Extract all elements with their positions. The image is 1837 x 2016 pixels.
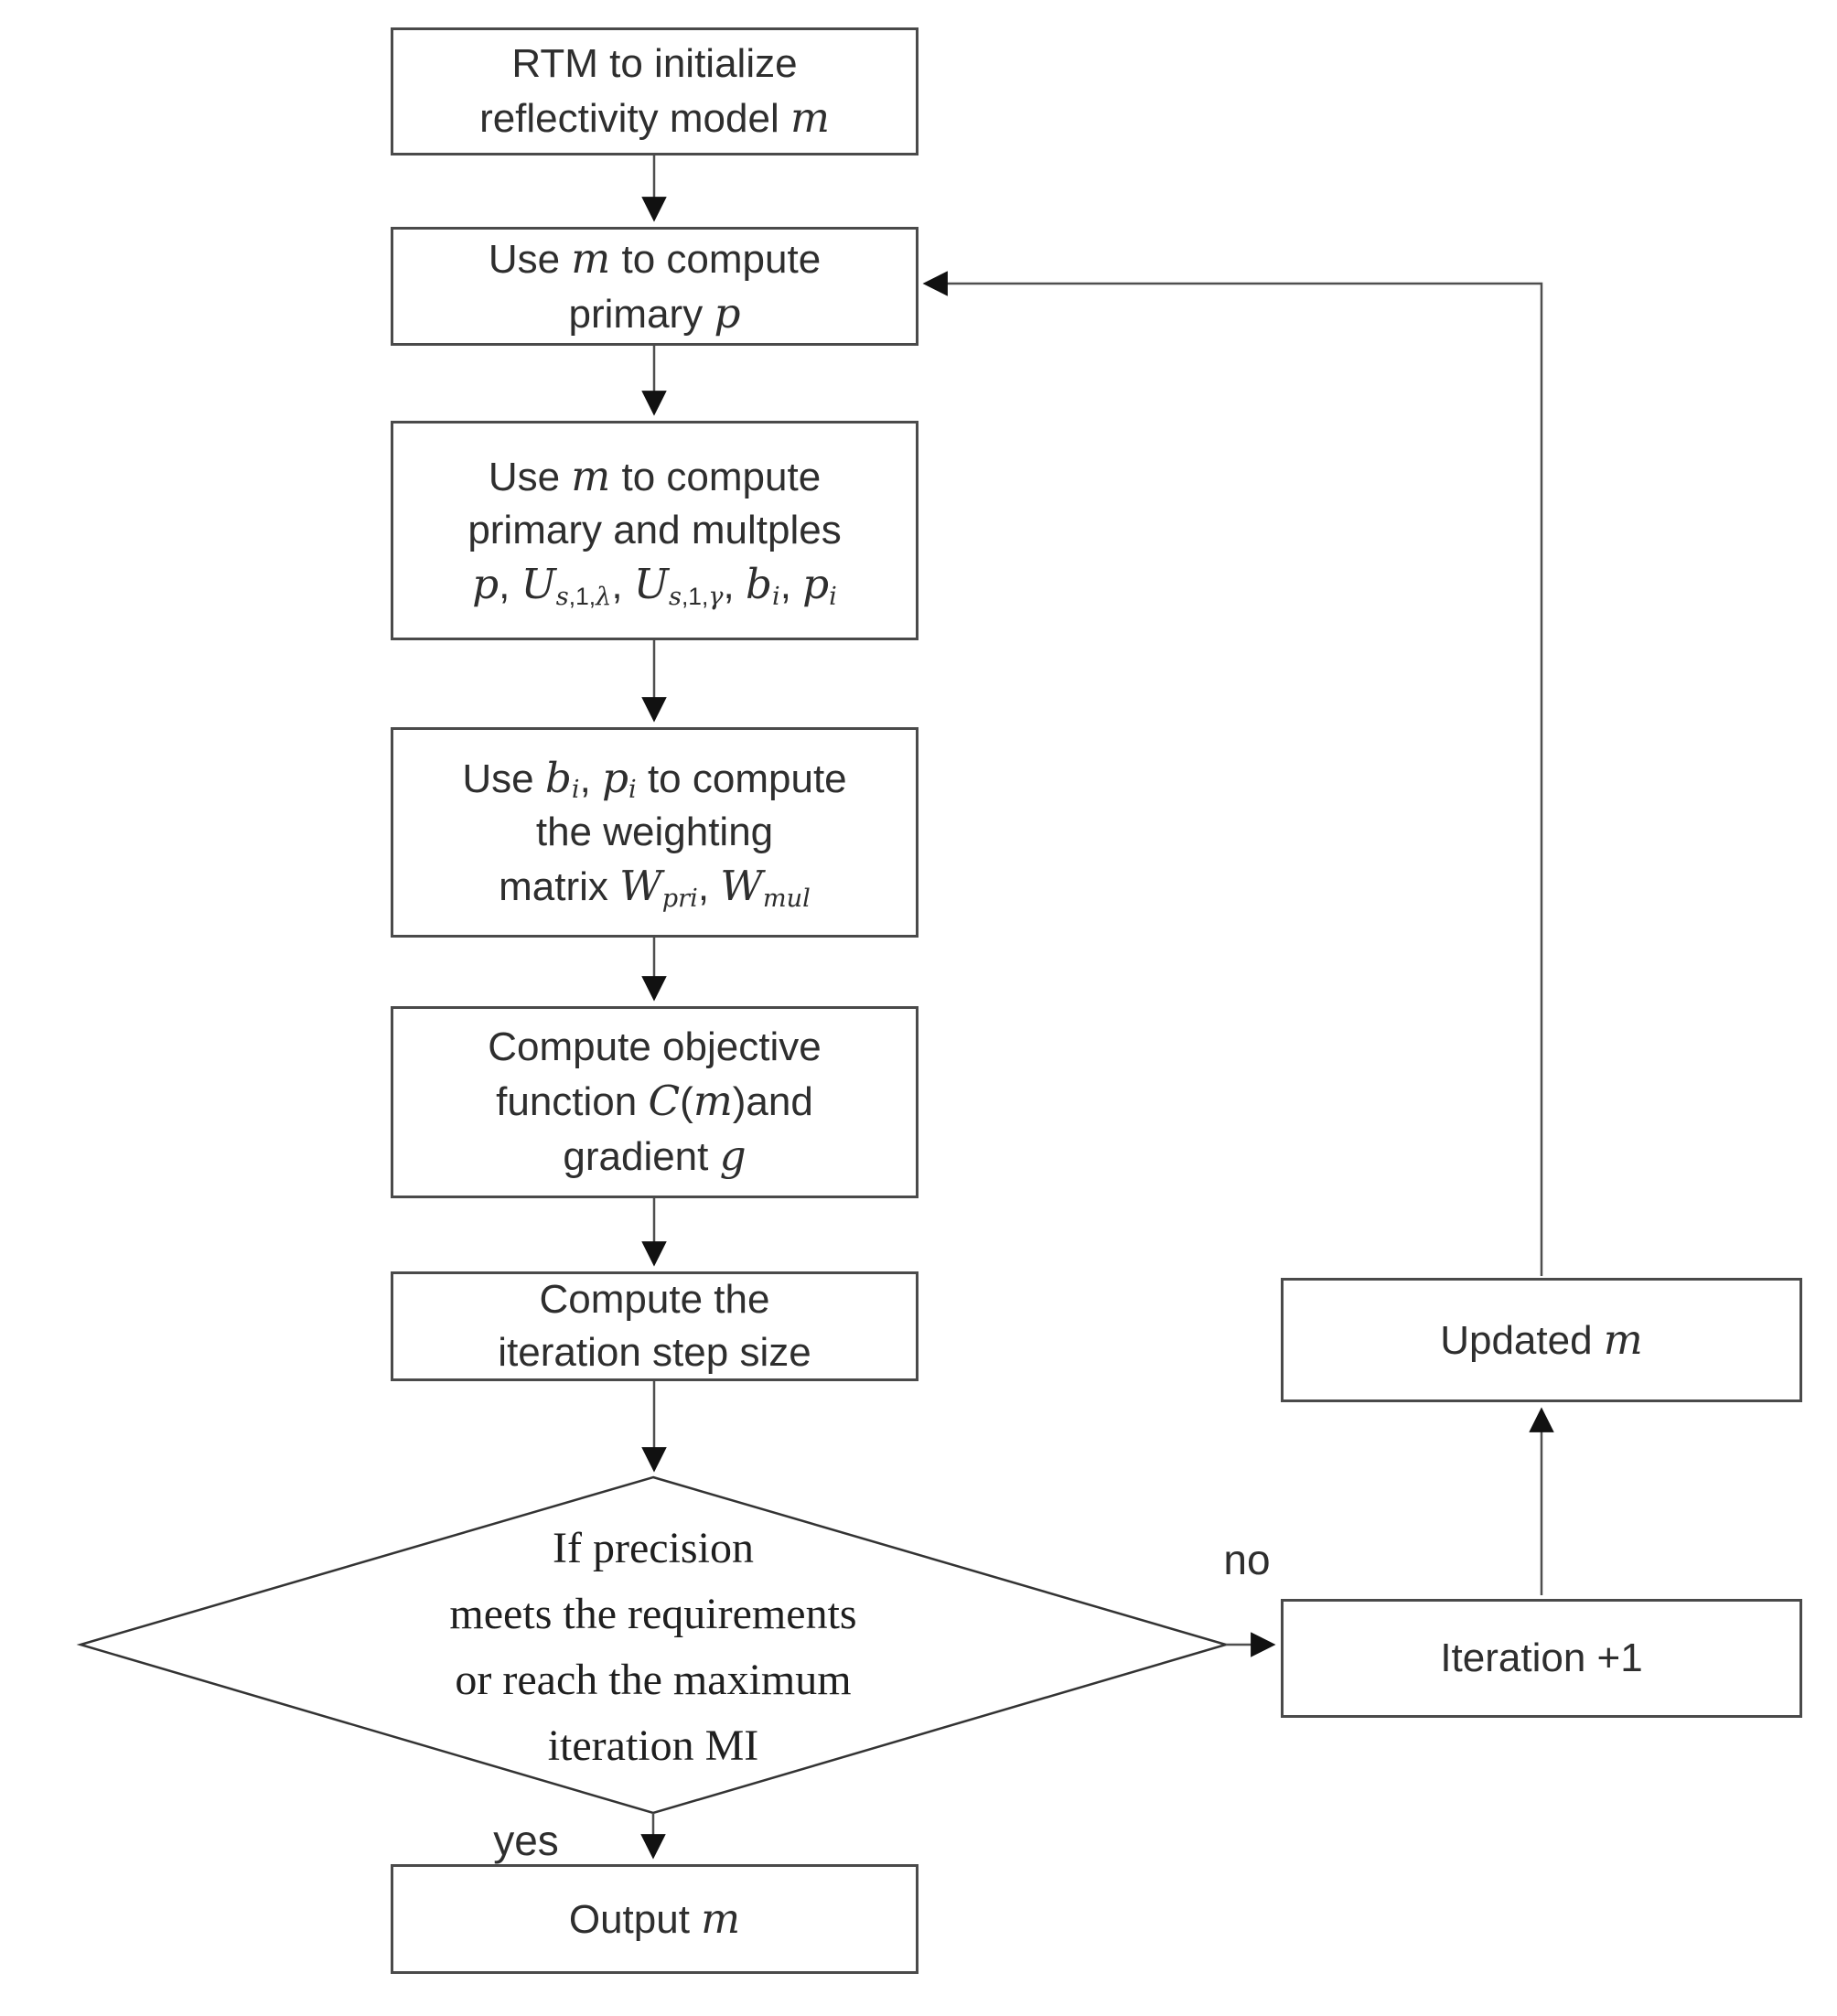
node-line: Use m to compute: [488, 233, 822, 283]
node-compute-primary-multiples: Use m to compute primary and multples p,…: [391, 421, 918, 640]
node-line: Iteration +1: [1440, 1635, 1643, 1680]
node-line: Updated m: [1440, 1314, 1643, 1364]
node-line: meets the requirements: [449, 1590, 857, 1638]
node-line: RTM to initialize: [511, 40, 798, 86]
edge-label-no: no: [1223, 1536, 1271, 1583]
node-line: reflectivity model m: [479, 93, 830, 142]
node-line: Use bi, pi to compute: [462, 753, 847, 805]
node-output-m: Output m: [391, 1864, 918, 1974]
node-line: gradient g: [563, 1131, 747, 1181]
node-line: primary p: [568, 289, 741, 338]
node-line: iteration step size: [498, 1330, 811, 1375]
node-line: iteration MI: [547, 1721, 759, 1770]
node-compute-objective-gradient: Compute objective function C(m)and gradi…: [391, 1006, 918, 1198]
node-line: the weighting: [535, 809, 774, 854]
node-line: If precision: [553, 1524, 754, 1572]
node-compute-step-size: Compute the iteration step size: [391, 1271, 918, 1381]
node-decision-precision: If precision meets the requirements or r…: [242, 1515, 1065, 1780]
node-line: Use m to compute: [488, 451, 822, 500]
node-line: Compute objective: [488, 1024, 822, 1069]
node-line: primary and multples: [467, 507, 842, 552]
node-line: p, Us,1,λ, Us,1,γ, bi, pi: [472, 560, 837, 611]
node-rtm-initialize: RTM to initialize reflectivity model m: [391, 27, 918, 155]
node-line: matrix Wpri, Wmul: [499, 862, 811, 913]
edge-label-yes: yes: [493, 1817, 559, 1864]
node-compute-primary: Use m to compute primary p: [391, 227, 918, 346]
node-line: Compute the: [539, 1276, 770, 1322]
node-line: function C(m)and: [496, 1076, 813, 1125]
node-iteration-plus-1: Iteration +1: [1281, 1599, 1802, 1718]
node-line: Output m: [568, 1893, 741, 1943]
arrow-updated-loop-to-primary: [922, 271, 1543, 1276]
node-updated-m: Updated m: [1281, 1278, 1802, 1402]
node-compute-weighting-matrix: Use bi, pi to compute the weighting matr…: [391, 727, 918, 938]
node-line: or reach the maximum: [455, 1656, 852, 1704]
